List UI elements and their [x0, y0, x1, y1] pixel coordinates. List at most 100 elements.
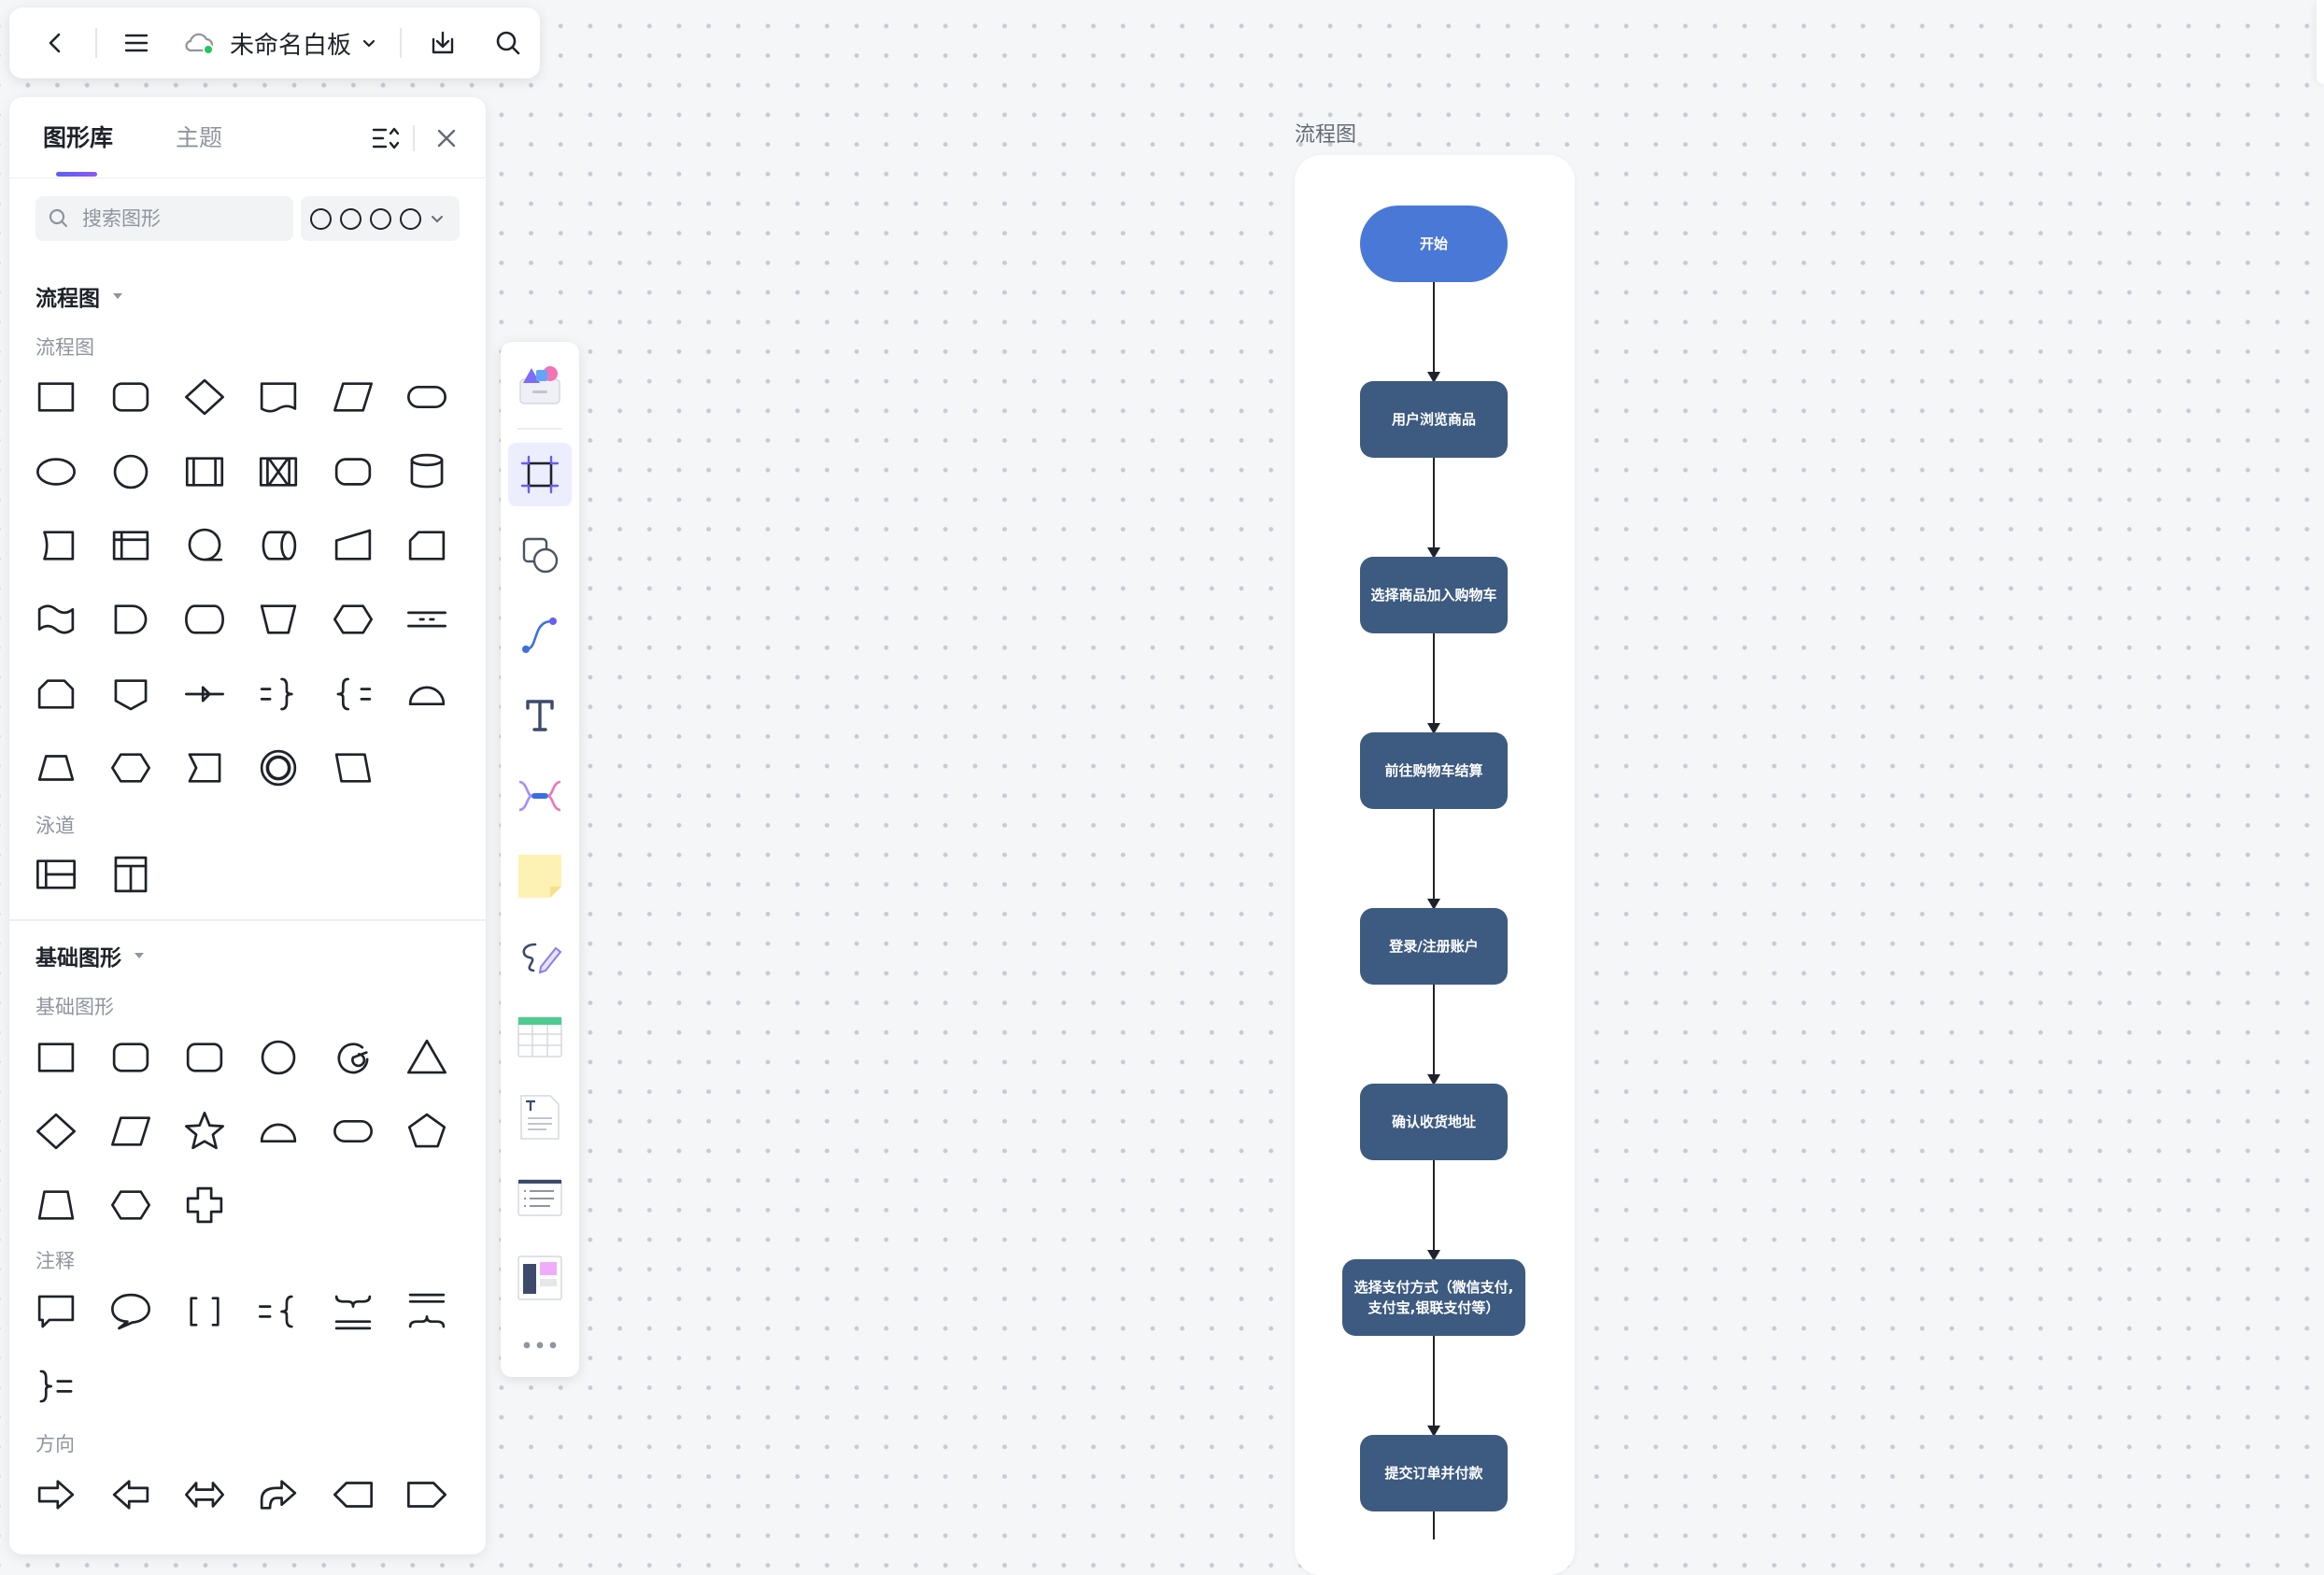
- frame-tool[interactable]: [508, 443, 572, 506]
- connector-tool[interactable]: [508, 603, 572, 667]
- close-panel-button[interactable]: [426, 118, 467, 159]
- flow-connector-arrow[interactable]: [1427, 1160, 1440, 1261]
- shape-item[interactable]: [252, 1285, 305, 1338]
- shape-item[interactable]: [105, 848, 157, 901]
- shape-item[interactable]: [105, 1285, 157, 1338]
- flow-start-node[interactable]: 开始: [1360, 206, 1508, 282]
- flow-connector-arrow[interactable]: [1433, 1511, 1435, 1540]
- shape-item[interactable]: [178, 446, 231, 498]
- shape-item[interactable]: [105, 1031, 157, 1084]
- shape-item[interactable]: [252, 1105, 305, 1157]
- shape-item[interactable]: [178, 593, 231, 646]
- shape-style-select[interactable]: [301, 196, 460, 241]
- flow-process-node[interactable]: 登录/注册账户: [1360, 908, 1508, 985]
- more-tools-button[interactable]: [508, 1313, 572, 1377]
- shape-item[interactable]: [327, 668, 379, 720]
- shape-item[interactable]: [327, 593, 379, 646]
- shape-item[interactable]: [401, 519, 453, 572]
- text-tool[interactable]: [508, 684, 572, 747]
- shape-item[interactable]: [252, 1031, 305, 1084]
- shape-item[interactable]: [30, 1105, 82, 1157]
- shape-item[interactable]: [30, 668, 82, 720]
- back-button[interactable]: [34, 21, 78, 65]
- shape-library-tool[interactable]: [508, 351, 572, 415]
- shape-item[interactable]: [401, 371, 453, 423]
- flow-connector-arrow[interactable]: [1427, 282, 1440, 383]
- document-tool[interactable]: [508, 1085, 572, 1149]
- shape-item[interactable]: [105, 1105, 157, 1157]
- shape-search-box[interactable]: [35, 196, 293, 241]
- shape-item[interactable]: [30, 371, 82, 423]
- download-button[interactable]: [420, 21, 465, 65]
- shape-item[interactable]: [327, 742, 379, 794]
- flow-process-node[interactable]: 确认收货地址: [1360, 1084, 1508, 1160]
- shape-item[interactable]: [30, 593, 82, 646]
- shape-item[interactable]: [30, 742, 82, 794]
- section-flowchart-header[interactable]: 流程图: [35, 280, 122, 312]
- shape-item[interactable]: [401, 668, 453, 720]
- table-tool[interactable]: [508, 1005, 572, 1069]
- shape-item[interactable]: [327, 519, 379, 572]
- shape-item[interactable]: [401, 1105, 453, 1157]
- tab-shape-library[interactable]: 图形库: [43, 124, 114, 151]
- shape-item[interactable]: [30, 519, 82, 572]
- flowchart-frame[interactable]: [1295, 155, 1575, 1575]
- sticky-note-tool[interactable]: [508, 844, 572, 908]
- shape-item[interactable]: [401, 1031, 453, 1084]
- shape-item[interactable]: [178, 1469, 231, 1521]
- shape-item[interactable]: [252, 742, 305, 794]
- template-tool[interactable]: [508, 1246, 572, 1310]
- shape-item[interactable]: [327, 446, 379, 498]
- shape-item[interactable]: [178, 1105, 231, 1157]
- flow-connector-arrow[interactable]: [1427, 809, 1440, 910]
- mindmap-tool[interactable]: [508, 764, 572, 828]
- shape-item[interactable]: [252, 668, 305, 720]
- flow-process-node[interactable]: 提交订单并付款: [1360, 1435, 1508, 1511]
- shape-item[interactable]: [178, 519, 231, 572]
- list-tool[interactable]: [508, 1166, 572, 1229]
- shape-item[interactable]: [327, 371, 379, 423]
- search-button[interactable]: [486, 21, 531, 65]
- pen-tool[interactable]: [508, 925, 572, 988]
- flow-connector-arrow[interactable]: [1427, 985, 1440, 1085]
- sort-button[interactable]: [366, 118, 407, 159]
- shape-item[interactable]: [252, 593, 305, 646]
- section-basic-shapes-header[interactable]: 基础图形: [35, 940, 144, 972]
- shape-item[interactable]: [252, 519, 305, 572]
- flow-process-node[interactable]: 用户浏览商品: [1360, 381, 1508, 458]
- shape-item[interactable]: [327, 1105, 379, 1157]
- shape-item[interactable]: [252, 371, 305, 423]
- shape-item[interactable]: [105, 371, 157, 423]
- shape-item[interactable]: [30, 1469, 82, 1521]
- shape-item[interactable]: [252, 446, 305, 498]
- shape-item[interactable]: [30, 848, 82, 901]
- shape-item[interactable]: [105, 519, 157, 572]
- shape-item[interactable]: [327, 1031, 379, 1084]
- shape-item[interactable]: [178, 1031, 231, 1084]
- flow-connector-arrow[interactable]: [1427, 1336, 1440, 1437]
- shape-item[interactable]: [30, 1179, 82, 1231]
- shape-item[interactable]: [327, 1469, 379, 1521]
- shape-item[interactable]: [105, 593, 157, 646]
- menu-button[interactable]: [114, 21, 159, 65]
- shape-item[interactable]: [178, 1285, 231, 1338]
- shape-item[interactable]: [30, 446, 82, 498]
- shape-item[interactable]: [30, 1285, 82, 1338]
- shape-item[interactable]: [105, 1179, 157, 1231]
- shape-item[interactable]: [252, 1469, 305, 1521]
- flow-process-node[interactable]: 选择商品加入购物车: [1360, 557, 1508, 633]
- shape-item[interactable]: [30, 1360, 82, 1412]
- shape-item[interactable]: [401, 593, 453, 646]
- flow-connector-arrow[interactable]: [1427, 458, 1440, 559]
- shape-item[interactable]: [401, 1285, 453, 1338]
- tab-theme[interactable]: 主题: [176, 124, 223, 151]
- shape-item[interactable]: [178, 1179, 231, 1231]
- flow-process-node[interactable]: 选择支付方式（微信支付,支付宝,银联支付等）: [1342, 1259, 1525, 1336]
- shape-item[interactable]: [105, 668, 157, 720]
- shape-search-input[interactable]: [80, 206, 271, 231]
- flow-connector-arrow[interactable]: [1427, 633, 1440, 734]
- shape-item[interactable]: [105, 446, 157, 498]
- shape-tool[interactable]: [508, 523, 572, 587]
- shape-item[interactable]: [401, 446, 453, 498]
- shape-item[interactable]: [401, 1469, 453, 1521]
